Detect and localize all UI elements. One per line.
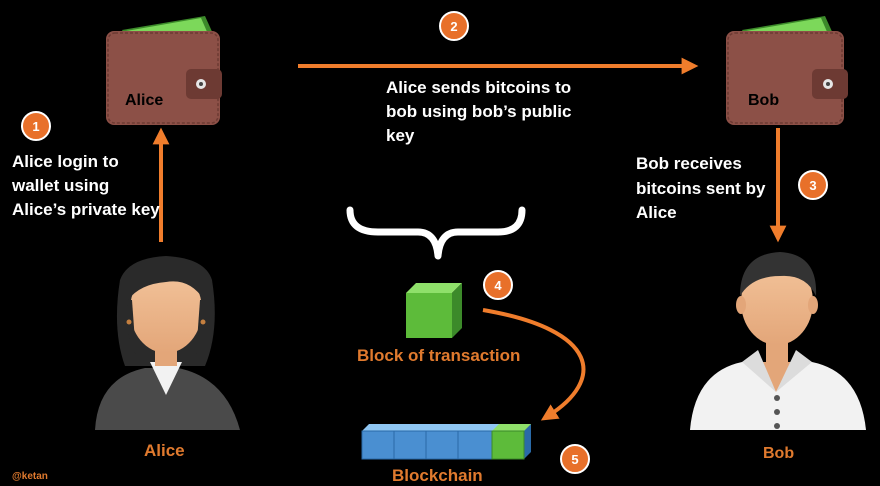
man-avatar-icon (690, 252, 866, 430)
step-2-text: Alice sends bitcoins to bob using bob’s … (386, 78, 572, 145)
step-1-text: Alice login to wallet using Alice’s priv… (12, 152, 160, 220)
bob-wallet-label: Bob (748, 92, 780, 109)
step-3-badge: 3 (798, 170, 828, 200)
cube-icon (406, 283, 462, 338)
alice-wallet-label: Alice (125, 92, 164, 109)
block-of-transaction-label: Block of transaction (357, 346, 521, 365)
step-3-text: Bob receives bitcoins sent by Alice (636, 154, 766, 223)
alice-person-label: Alice (144, 441, 185, 460)
blockchain-label: Blockchain (392, 466, 483, 485)
step-5-badge: 5 (560, 444, 590, 474)
alice-wallet-icon (106, 16, 222, 125)
watermark: @ketan (12, 471, 48, 482)
woman-avatar-icon (95, 256, 240, 430)
curly-brace-icon (346, 206, 526, 260)
step-4-badge: 4 (483, 270, 513, 300)
arrow-block-to-chain (482, 308, 586, 421)
bob-wallet-icon (726, 16, 848, 125)
blockchain-icon (361, 424, 531, 460)
step-1-badge: 1 (21, 111, 51, 141)
bob-person-label: Bob (763, 445, 795, 462)
step-2-badge: 2 (439, 11, 469, 41)
